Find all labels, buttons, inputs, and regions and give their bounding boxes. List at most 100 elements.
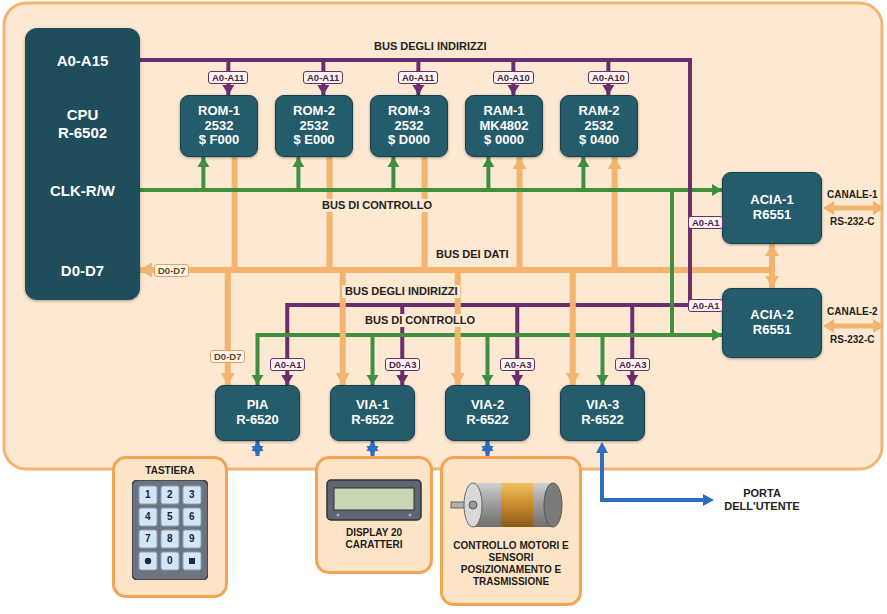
arrow-head (513, 157, 527, 169)
bus-line (140, 157, 235, 277)
acia-chip: ACIA-2R6551 (722, 288, 822, 358)
key-number: 1 (145, 489, 151, 501)
signal-tag: D0-D7 (154, 264, 189, 277)
bus-path (140, 60, 608, 95)
arrow-head (252, 441, 264, 451)
chip-label: R-6520 (236, 413, 279, 428)
key-number: 6 (189, 511, 195, 523)
arrow-head (712, 184, 722, 196)
signal-tag: A0-A10 (588, 71, 629, 84)
bus-line (140, 60, 424, 95)
bus-label: BUS DEGLI INDIRIZZI (371, 40, 489, 53)
lcd-illustration (326, 479, 422, 521)
bus-line (140, 60, 690, 385)
acia-chip: ACIA-1R6551 (722, 172, 822, 244)
bus-path (140, 157, 488, 190)
peripheral-label: CONTROLLO MOTORI E SENSORI POSIZIONAMENT… (451, 540, 571, 588)
bus-path (140, 60, 690, 385)
motor-box: CONTROLLO MOTORI E SENSORI POSIZIONAMENT… (440, 456, 582, 606)
bus-path (140, 60, 722, 222)
arrow-head (765, 244, 779, 256)
arrow-head (197, 157, 209, 167)
peripheral-link (367, 441, 379, 456)
arrow-head (507, 85, 519, 95)
bus-label: BUS DI CONTROLLO (362, 314, 478, 327)
arrow-head (281, 375, 293, 385)
key-number: 0 (167, 555, 173, 567)
arrow-head (626, 375, 638, 385)
chip-label: 2532 (205, 119, 234, 134)
signal-tag: D0-A3 (385, 358, 420, 371)
arrow-head (140, 263, 152, 277)
arrow-head (511, 375, 523, 385)
bus-path (140, 157, 425, 270)
bus-path (140, 157, 235, 270)
bus-line (140, 190, 672, 385)
serial-channel-arrows (823, 201, 884, 333)
arrow-head (252, 375, 264, 385)
arrow-head (336, 373, 350, 385)
arrow-head (712, 329, 722, 341)
bus-line (140, 60, 519, 95)
bus-line (140, 190, 672, 385)
bus-path (140, 270, 228, 385)
arrow-head (482, 441, 494, 451)
key-number: 7 (145, 533, 151, 545)
bus-line (140, 60, 690, 385)
memory-chip: ROM-32532$ D000 (370, 95, 448, 157)
signal-tag: A0-A1 (688, 216, 723, 229)
bus-line (140, 157, 330, 277)
bus-label: BUS DEGLI INDIRIZZI (342, 285, 460, 298)
chip-label: PIA (247, 398, 269, 413)
chip-label: ACIA-2 (750, 308, 793, 323)
keypad-box: TASTIERA (112, 456, 228, 598)
chip-label: ROM-1 (198, 104, 240, 119)
key-number: 3 (189, 489, 195, 501)
chip-label: R-6522 (466, 413, 509, 428)
chip-label: $ F000 (199, 133, 239, 148)
bus-line (140, 60, 722, 228)
chip-label: VIA-2 (471, 398, 504, 413)
chip-label: 2532 (395, 119, 424, 134)
bus-path (140, 60, 690, 385)
arrow-head (140, 263, 152, 277)
chip-label: $ 0400 (579, 133, 619, 148)
chip-label: R-6522 (351, 413, 394, 428)
chip-label: 2532 (300, 119, 329, 134)
bus-path (140, 60, 323, 95)
arrow-head (451, 373, 465, 385)
cpu-label: A0-A15 (25, 52, 140, 70)
chip-label: $ 0000 (484, 133, 524, 148)
arrow-head (608, 157, 622, 169)
io-chip: VIA-3R-6522 (560, 385, 645, 441)
bus-path (140, 157, 615, 270)
chip-label: RAM-2 (578, 104, 619, 119)
bus-line (140, 263, 580, 385)
arrow-head (140, 263, 152, 277)
bus-line (140, 157, 209, 190)
signal-tag: D0-D7 (210, 350, 245, 363)
bus-line (140, 190, 672, 385)
cpu-label: CLK-R/W (25, 182, 140, 200)
memory-chip: ROM-22532$ E000 (275, 95, 353, 157)
arrow-head (577, 157, 589, 167)
key-number: 9 (189, 533, 195, 545)
chip-label: 2532 (585, 119, 614, 134)
signal-tag: A0-A11 (398, 71, 438, 84)
arrow-head (482, 375, 494, 385)
bus-path (140, 60, 690, 385)
bus-line (140, 190, 672, 385)
bus-path (140, 157, 203, 190)
chip-label: R6551 (753, 323, 791, 338)
cpu-label: CPU (25, 106, 140, 124)
arrow-head (140, 263, 152, 277)
bus-line (140, 157, 399, 190)
interface-label: RS-232-C (830, 334, 874, 346)
chip-label: $ E000 (293, 133, 334, 148)
arrow-head (597, 375, 609, 385)
io-chip: VIA-1R-6522 (330, 385, 415, 441)
arrow-head (482, 157, 494, 167)
bus-line (140, 157, 527, 277)
arrow-head (140, 263, 152, 277)
bus-path (140, 190, 672, 385)
